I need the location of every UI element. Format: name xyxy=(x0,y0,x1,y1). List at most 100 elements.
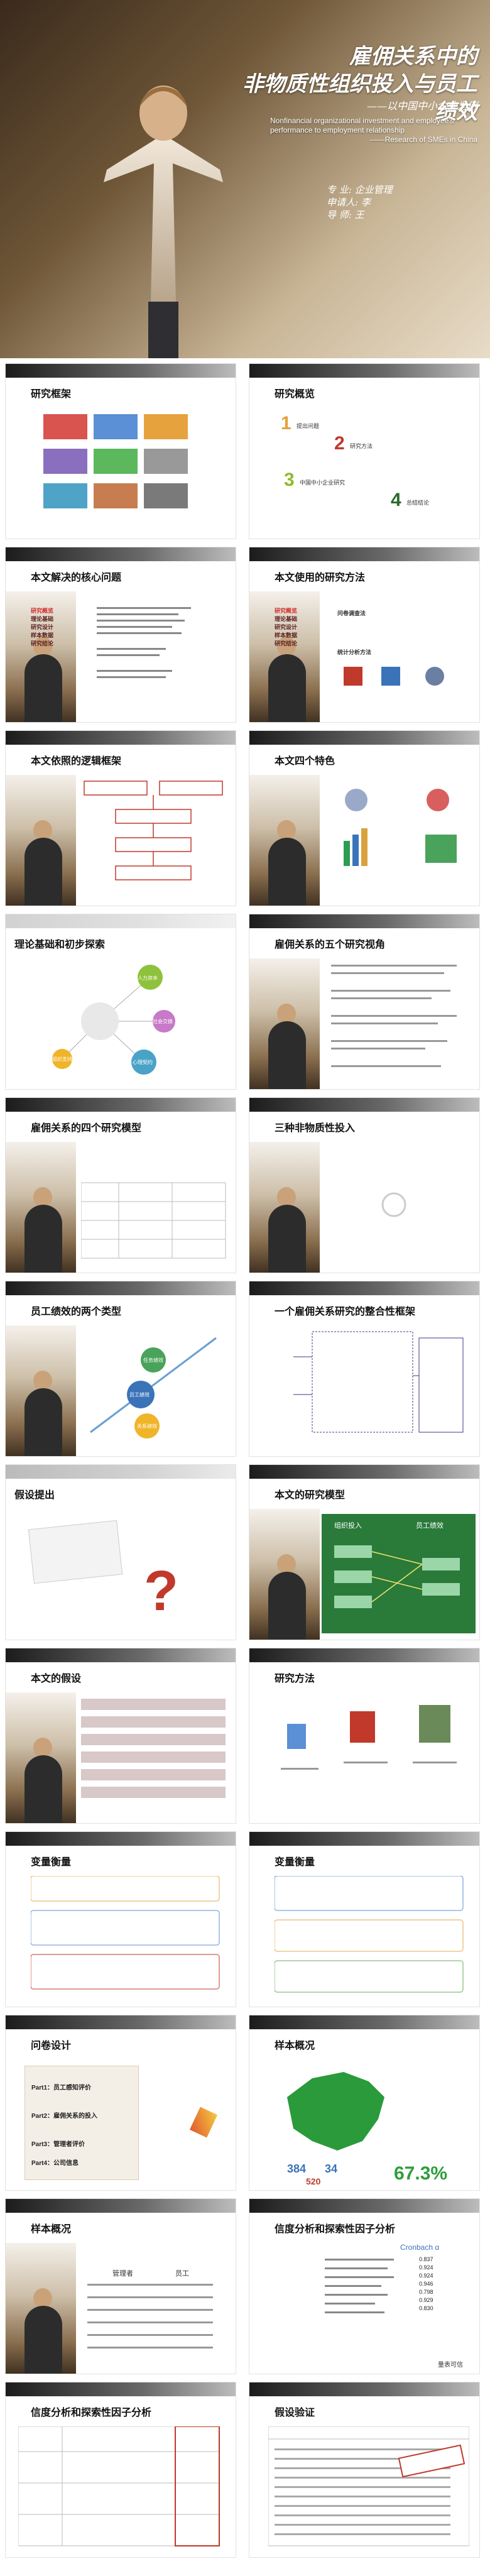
english-line1: Nonfinancial organizational investment a… xyxy=(270,116,454,125)
slide-header-bar xyxy=(6,1648,236,1662)
investment-diagram xyxy=(381,1192,406,1217)
flight-attendant-figure xyxy=(104,85,223,358)
slide-header-bar xyxy=(249,547,479,561)
slide-header-bar xyxy=(249,1648,479,1662)
slide-four-features[interactable]: 本文四个特色 xyxy=(249,730,480,906)
variable-boxes xyxy=(31,1876,220,1990)
slide-header-bar xyxy=(6,364,236,378)
slide-questionnaire-design[interactable]: 问卷设计 Part1：员工感知评价 Part2：雇佣关系的投入 Part3：管理… xyxy=(5,2015,236,2191)
slide-header-bar xyxy=(6,1465,236,1479)
model-label-org-input: 组织投入 xyxy=(334,1522,362,1530)
slide-research-method[interactable]: 研究方法 xyxy=(249,1648,480,1824)
slide-title: 信度分析和探索性因子分析 xyxy=(275,2223,396,2235)
nav-item-conclusion[interactable]: 研究结论 xyxy=(31,641,54,647)
slide-title: 本文使用的研究方法 xyxy=(275,571,366,583)
slide-five-perspectives[interactable]: 雇佣关系的五个研究视角 xyxy=(249,914,480,1090)
slide-header-bar xyxy=(6,1281,236,1295)
nav-item-sample[interactable]: 样本数据 xyxy=(31,633,54,639)
slide-research-model[interactable]: 本文的研究模型 组织投入 员工绩效 xyxy=(249,1464,480,1640)
slide-hypothesis-test[interactable]: 假设验证 xyxy=(249,2382,480,2558)
overview-number-1: 1 xyxy=(281,413,291,434)
slide-our-hypotheses[interactable]: 本文的假设 xyxy=(5,1648,236,1824)
slide-header-bar xyxy=(249,2382,479,2396)
slide-research-overview[interactable]: 研究概览 1 提出问题 2 研究方法 3 中国中小企业研究 4 总结结论 xyxy=(249,363,480,539)
question-mark-icon: ? xyxy=(144,1560,178,1623)
slide-performance-types[interactable]: 员工绩效的两个类型 任务绩效 员工绩效 关系绩效 xyxy=(5,1281,236,1457)
overview-label-3: 中国中小企业研究 xyxy=(300,480,346,486)
slide-title: 雇佣关系的四个研究模型 xyxy=(31,1122,142,1134)
slide-variable-measure-1[interactable]: 变量衡量 xyxy=(5,1831,236,2007)
slide-hypothesis[interactable]: 假设提出 ? xyxy=(5,1464,236,1640)
theory-bubble-diagram: 人力资本 社会交换 心理契约 组织支持 xyxy=(52,965,175,1075)
nav-item-theory[interactable]: 理论基础 xyxy=(275,617,298,623)
method-icons xyxy=(281,1705,457,1770)
overview-label-2: 研究方法 xyxy=(350,443,373,449)
slide-integrated-framework[interactable]: 一个雇佣关系研究的整合性框架 xyxy=(249,1281,480,1457)
nav-item-conclusion[interactable]: 研究结论 xyxy=(275,641,298,647)
theory-label-org-support: 组织支持 xyxy=(52,1056,72,1062)
slide-header-bar xyxy=(249,2199,479,2213)
r-icon xyxy=(425,667,444,686)
models-table xyxy=(81,1182,226,1259)
feature-icons xyxy=(344,789,457,866)
sidebar-nav: 研究概览 理论基础 研究设计 样本数据 研究结论 xyxy=(31,608,53,649)
cover-slide: 雇佣关系中的 非物质性组织投入与员工绩效 ——以中国中小企业为例 Nonfina… xyxy=(0,0,490,358)
slide-title: 假设验证 xyxy=(275,2406,315,2418)
slide-sample-overview-map[interactable]: 样本概况 384 34 520 67.3% xyxy=(249,2015,480,2191)
china-map-icon xyxy=(287,2072,384,2151)
slide-title: 本文依照的逻辑框架 xyxy=(31,755,122,767)
slide-title: 假设提出 xyxy=(14,1489,55,1501)
overview-number-2: 2 xyxy=(334,433,345,454)
slide-four-models[interactable]: 雇佣关系的四个研究模型 xyxy=(5,1097,236,1273)
nav-item-overview[interactable]: 研究概览 xyxy=(31,608,54,615)
overview-label-4: 总结结论 xyxy=(406,500,430,506)
demographics-table xyxy=(87,2284,213,2349)
slide-header-bar xyxy=(249,1098,479,1112)
sample-count-c: 520 xyxy=(306,2176,321,2186)
slide-three-investments[interactable]: 三种非物质性投入 xyxy=(249,1097,480,1273)
col-header-managers: 管理者 xyxy=(112,2270,133,2277)
perf-label-employee: 员工绩效 xyxy=(129,1391,150,1398)
nav-item-theory[interactable]: 理论基础 xyxy=(31,617,54,623)
questionnaire-card: Part1：员工感知评价 Part2：雇佣关系的投入 Part3：管理者评价 P… xyxy=(24,2066,139,2180)
nav-item-sample[interactable]: 样本数据 xyxy=(275,633,298,639)
cronbach-alpha-label: Cronbach α xyxy=(400,2243,440,2252)
model-label-performance: 员工绩效 xyxy=(416,1522,444,1530)
meta-major: 专 业: 企业管理 xyxy=(327,184,393,195)
nav-item-overview[interactable]: 研究概览 xyxy=(275,608,298,615)
part1-label: Part1：员工感知评价 xyxy=(31,2085,92,2091)
sidebar-photo xyxy=(6,591,76,722)
sidebar-photo xyxy=(249,775,320,906)
slide-research-framework[interactable]: 研究框架 xyxy=(5,363,236,539)
slide-title: 本文四个特色 xyxy=(275,755,335,767)
slide-header-bar xyxy=(249,2015,479,2029)
slide-theory-basis[interactable]: 理论基础和初步探索 人力资本 社会交换 心理契约 组织支持 xyxy=(5,914,236,1090)
slide-sample-overview-table[interactable]: 样本概况 管理者 员工 xyxy=(5,2198,236,2374)
slide-research-methods[interactable]: 本文使用的研究方法 研究概览 理论基础 研究设计 样本数据 研究结论 问卷调查法… xyxy=(249,547,480,723)
slide-title: 研究方法 xyxy=(275,1672,315,1684)
alpha-value-4: 0.946 xyxy=(419,2281,433,2287)
cover-meta: 专 业: 企业管理 申请人: 李 导 师: 王 xyxy=(327,184,477,221)
slide-title: 研究概览 xyxy=(275,388,315,400)
slide-header-bar xyxy=(6,2015,236,2029)
slide-logic-framework[interactable]: 本文依照的逻辑框架 xyxy=(5,730,236,906)
sidebar-photo xyxy=(6,775,76,906)
slide-title: 变量衡量 xyxy=(275,1856,315,1868)
nav-item-design[interactable]: 研究设计 xyxy=(275,625,298,631)
theory-label-social-exchange: 社会交换 xyxy=(153,1018,173,1024)
nav-item-design[interactable]: 研究设计 xyxy=(31,625,54,631)
response-rate: 67.3% xyxy=(394,2163,448,2184)
factor-table xyxy=(18,2426,220,2546)
slide-variable-measure-2[interactable]: 变量衡量 xyxy=(249,1831,480,2007)
slide-title: 理论基础和初步探索 xyxy=(14,938,106,950)
part4-label: Part4：公司信息 xyxy=(31,2160,79,2167)
slide-reliability-2[interactable]: 信度分析和探索性因子分析 xyxy=(5,2382,236,2558)
slide-header-bar xyxy=(6,547,236,561)
slide-core-problem[interactable]: 本文解决的核心问题 研究概览 理论基础 研究设计 样本数据 研究结论 xyxy=(5,547,236,723)
slide-header-bar xyxy=(249,731,479,745)
sample-count-b: 34 xyxy=(325,2162,338,2175)
slide-reliability-1[interactable]: 信度分析和探索性因子分析 Cronbach α 0.837 0.924 0.92… xyxy=(249,2198,480,2374)
theory-label-psych-contract: 心理契约 xyxy=(133,1059,153,1065)
reliability-note: 量表可信 xyxy=(438,2362,463,2369)
alpha-value-2: 0.924 xyxy=(419,2264,433,2271)
